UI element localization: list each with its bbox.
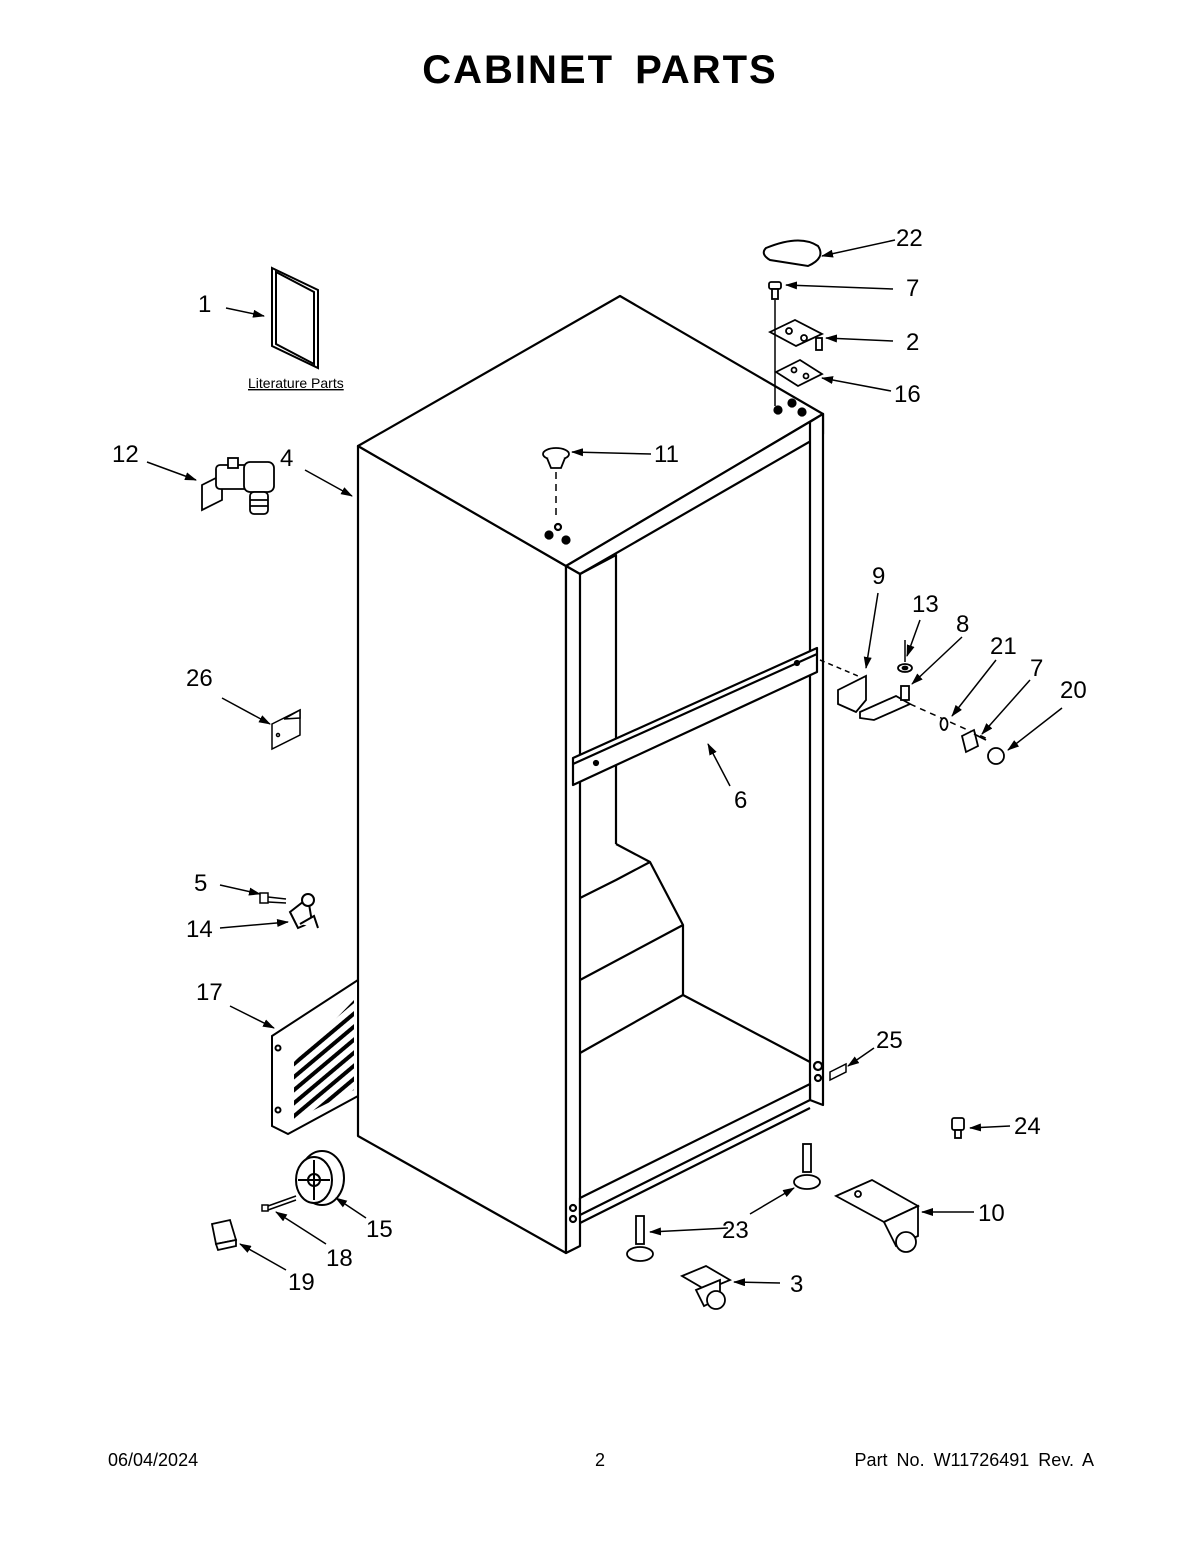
callout-2: 2 (906, 329, 919, 356)
plug-24-part (951, 1117, 965, 1139)
bracket-part (271, 708, 301, 751)
callout-7-lower: 7 (1030, 655, 1043, 682)
footer-date: 06/04/2024 (108, 1450, 199, 1470)
cabinet-body (356, 294, 825, 1255)
callout-21: 21 (990, 633, 1017, 660)
roller-3-part (679, 1264, 733, 1310)
washer-13-part (897, 663, 913, 673)
callout-25: 25 (876, 1027, 903, 1054)
leveling-leg-right (793, 1143, 821, 1190)
page-title: CABINET PARTS (422, 48, 778, 92)
clip-25-part (829, 1062, 847, 1082)
callout-26: 26 (186, 665, 213, 692)
callout-12: 12 (112, 441, 139, 468)
roller-10-part (833, 1178, 920, 1253)
wheel-part (295, 1150, 345, 1206)
top-plug-part (542, 447, 570, 469)
callout-16: 16 (894, 381, 921, 408)
hinge-screw-part (768, 281, 782, 300)
hinge-pin-part (900, 685, 910, 701)
callout-22: 22 (896, 225, 923, 252)
callout-24: 24 (1014, 1113, 1041, 1140)
callout-20: 20 (1060, 677, 1087, 704)
callout-labels: 22 7 2 16 1 11 12 4 9 13 8 21 7 20 26 6 … (112, 225, 1087, 1298)
screw-7b-part (960, 728, 987, 754)
axle-pin-part (261, 1195, 297, 1212)
callout-1: 1 (198, 291, 211, 318)
callout-5: 5 (194, 870, 207, 897)
hinge-cover-part (762, 239, 822, 268)
callout-14: 14 (186, 916, 213, 943)
lower-hinge-bracket (837, 674, 912, 721)
callout-9: 9 (872, 563, 885, 590)
callout-18: 18 (326, 1245, 353, 1272)
callout-13: 13 (912, 591, 939, 618)
cap-20-part (987, 747, 1005, 765)
water-valve-part (201, 457, 275, 515)
screw-5-part (259, 892, 287, 904)
latch-part (288, 893, 319, 930)
cap-part (210, 1218, 238, 1252)
hinge-shim-part (774, 358, 824, 388)
divider-mullion (571, 646, 819, 787)
callout-19: 19 (288, 1269, 315, 1296)
literature-parts-label: Literature Parts (248, 375, 344, 391)
callout-17: 17 (196, 979, 223, 1006)
callout-11: 11 (654, 441, 679, 468)
callout-4: 4 (280, 445, 293, 472)
callout-6: 6 (734, 787, 747, 814)
callout-3: 3 (790, 1271, 803, 1298)
callout-7-top: 7 (906, 275, 919, 302)
washer-21-part (939, 717, 949, 731)
callout-10: 10 (978, 1200, 1005, 1227)
leader-lines (146, 239, 1063, 1287)
callout-23: 23 (722, 1217, 749, 1244)
leveling-leg-left (626, 1215, 654, 1262)
footer-part-number: Part No. W11726491 Rev. A (854, 1450, 1094, 1470)
literature-booklet (271, 266, 319, 370)
callout-8: 8 (956, 611, 969, 638)
rear-access-panel (271, 978, 359, 1136)
top-hinge-part (768, 318, 825, 351)
footer-page-number: 2 (594, 1450, 605, 1470)
callout-15: 15 (366, 1216, 393, 1243)
